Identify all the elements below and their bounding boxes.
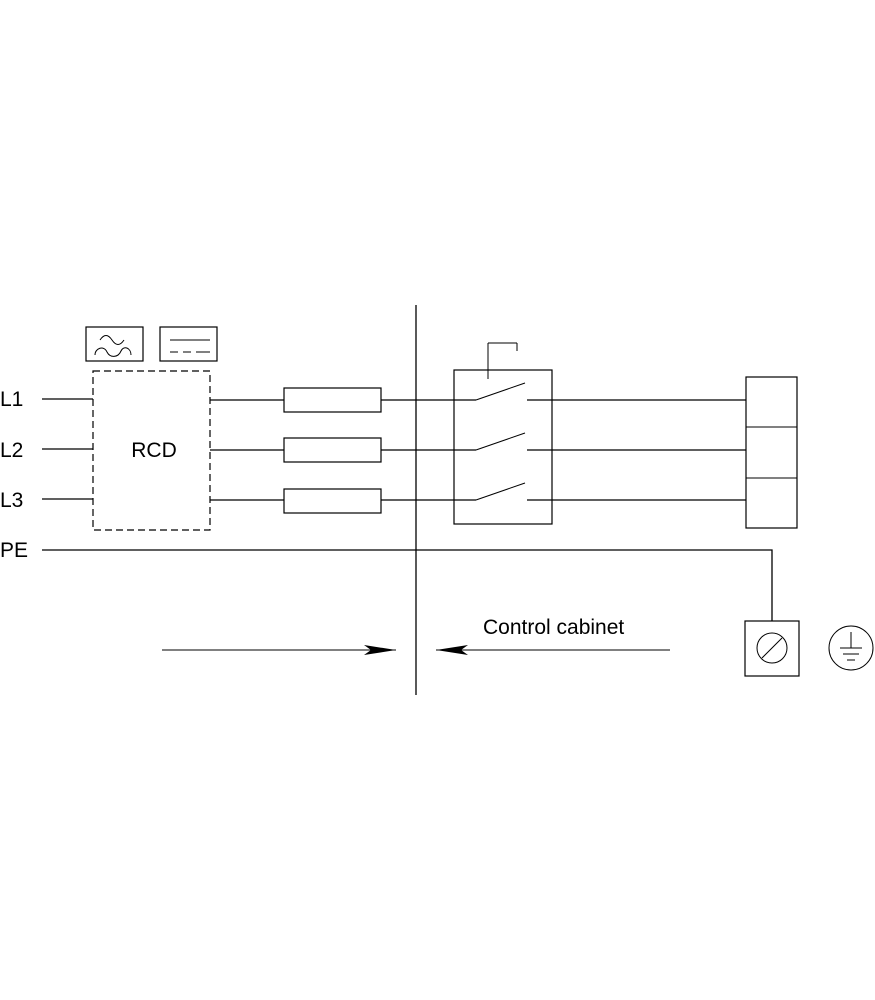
control-cabinet-label: Control cabinet bbox=[483, 616, 624, 639]
terminal-block bbox=[745, 376, 798, 529]
dc-icon bbox=[159, 326, 218, 362]
main-switch bbox=[453, 342, 553, 525]
label-l2: L2 bbox=[0, 439, 23, 462]
ac-wave-icon bbox=[85, 326, 144, 362]
label-l3: L3 bbox=[0, 489, 23, 512]
label-pe: PE bbox=[0, 539, 28, 562]
fuse-l1 bbox=[283, 387, 382, 413]
rcd-label: RCD bbox=[131, 439, 177, 462]
ground-icon bbox=[828, 625, 874, 671]
terminal-screw-icon bbox=[744, 620, 800, 677]
rcd-box bbox=[92, 370, 211, 531]
fuse-l2 bbox=[283, 437, 382, 463]
wire-pe bbox=[42, 549, 773, 621]
label-l1: L1 bbox=[0, 388, 23, 411]
fuse-l3 bbox=[283, 488, 382, 514]
